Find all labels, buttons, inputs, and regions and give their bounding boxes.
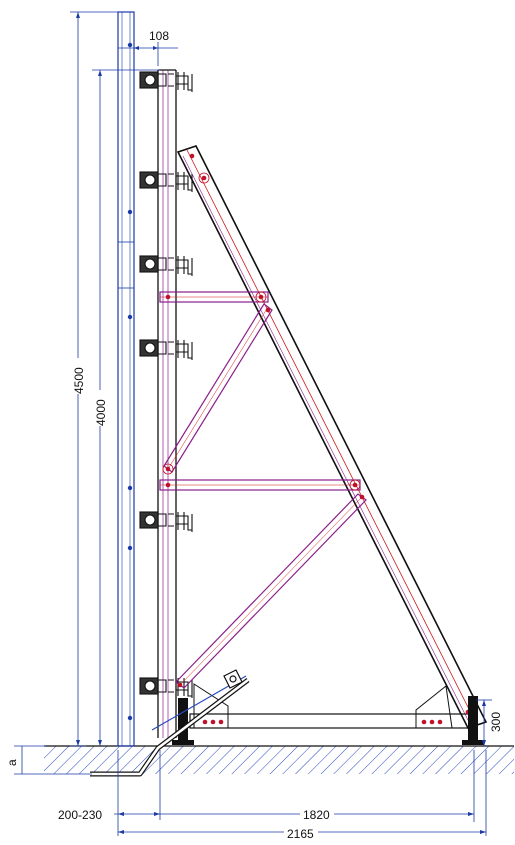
dimension-lines [14,11,492,836]
rear-jack [468,696,478,742]
panel-sheet [117,11,135,747]
ground-hatch [44,746,514,774]
brace-frame [159,145,488,729]
formwork-panel [117,11,135,747]
clamp-3 [139,255,193,276]
dim-total-height: 4500 [72,367,86,394]
dim-anchor-depth: a [5,759,19,766]
front-jack [178,698,188,742]
dim-brace-width: 1820 [303,808,330,822]
horizontal-member-lower [159,479,361,491]
clamp-1 [139,71,193,92]
dimension-labels: 108 4500 4000 a 300 200-230 1820 2165 [5,28,504,841]
dim-panel-height: 4000 [94,399,108,426]
dim-anchor-spacing: 200-230 [58,808,102,822]
bottom-beam [189,713,471,729]
clamp-2 [139,171,193,192]
horizontal-member-upper [159,291,269,303]
node-bolts [165,153,471,725]
dim-total-width: 2165 [287,827,314,840]
panel-ties [127,42,133,721]
base-jacks [172,696,484,745]
ground [44,745,514,774]
dim-top-offset: 108 [149,29,169,43]
strut-centerline [186,149,478,726]
dim-base-height: 300 [489,712,503,732]
clamp-5 [139,511,193,532]
main-diagonal-strut [176,145,488,729]
ground-anchor [90,669,250,777]
clamp-assemblies [139,71,193,698]
clamp-4 [139,339,193,360]
vertical-profile [157,69,177,738]
